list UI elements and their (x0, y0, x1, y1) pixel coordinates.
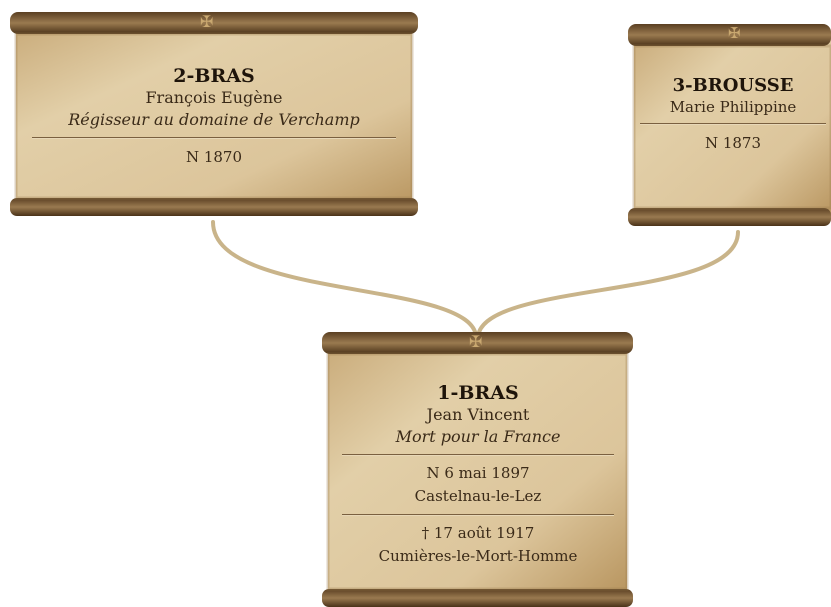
ornament-icon: ✠ (200, 12, 214, 31)
person-surname: 1-BRAS (437, 382, 519, 404)
person-details: 3-BROUSSE Marie Philippine N 1873 (640, 75, 826, 153)
death-place: Cumières-le-Mort-Homme (378, 547, 578, 565)
parchment-scroll-bg (10, 12, 418, 216)
connector-father (211, 220, 478, 338)
person-details: 2-BRAS François Eugène Régisseur au doma… (32, 65, 396, 167)
person-occupation: Régisseur au domaine de Verchamp (68, 110, 360, 129)
death-event: † 17 août 1917 (421, 524, 535, 542)
birth-event: N 1870 (185, 148, 243, 166)
section-divider (640, 123, 826, 125)
section-divider (32, 137, 396, 139)
ornament-icon: ✠ (728, 24, 741, 42)
person-card-child[interactable]: ✠ 1-BRAS Jean Vincent Mort pour la Franc… (322, 330, 633, 607)
person-given-names: Marie Philippine (669, 98, 797, 116)
section-divider (342, 454, 614, 456)
parchment-scroll-bg (322, 332, 633, 607)
section-divider (342, 514, 614, 516)
person-card-mother[interactable]: ✠ 3-BROUSSE Marie Philippine N 1873 (628, 22, 831, 228)
connector-mother (476, 230, 740, 338)
person-given-names: François Eugène (145, 88, 283, 107)
birth-event: N 1873 (704, 134, 762, 152)
person-surname: 3-BROUSSE (672, 75, 794, 96)
person-details: 1-BRAS Jean Vincent Mort pour la France … (342, 382, 614, 568)
parchment-scroll-bg (628, 24, 831, 226)
birth-place: Castelnau-le-Lez (414, 487, 542, 505)
person-card-father[interactable]: ✠ 2-BRAS François Eugène Régisseur au do… (10, 10, 418, 218)
birth-event: N 6 mai 1897 (426, 464, 530, 482)
person-occupation: Mort pour la France (395, 427, 561, 446)
person-given-names: Jean Vincent (426, 405, 530, 424)
ornament-icon: ✠ (469, 332, 483, 351)
person-surname: 2-BRAS (173, 65, 255, 87)
